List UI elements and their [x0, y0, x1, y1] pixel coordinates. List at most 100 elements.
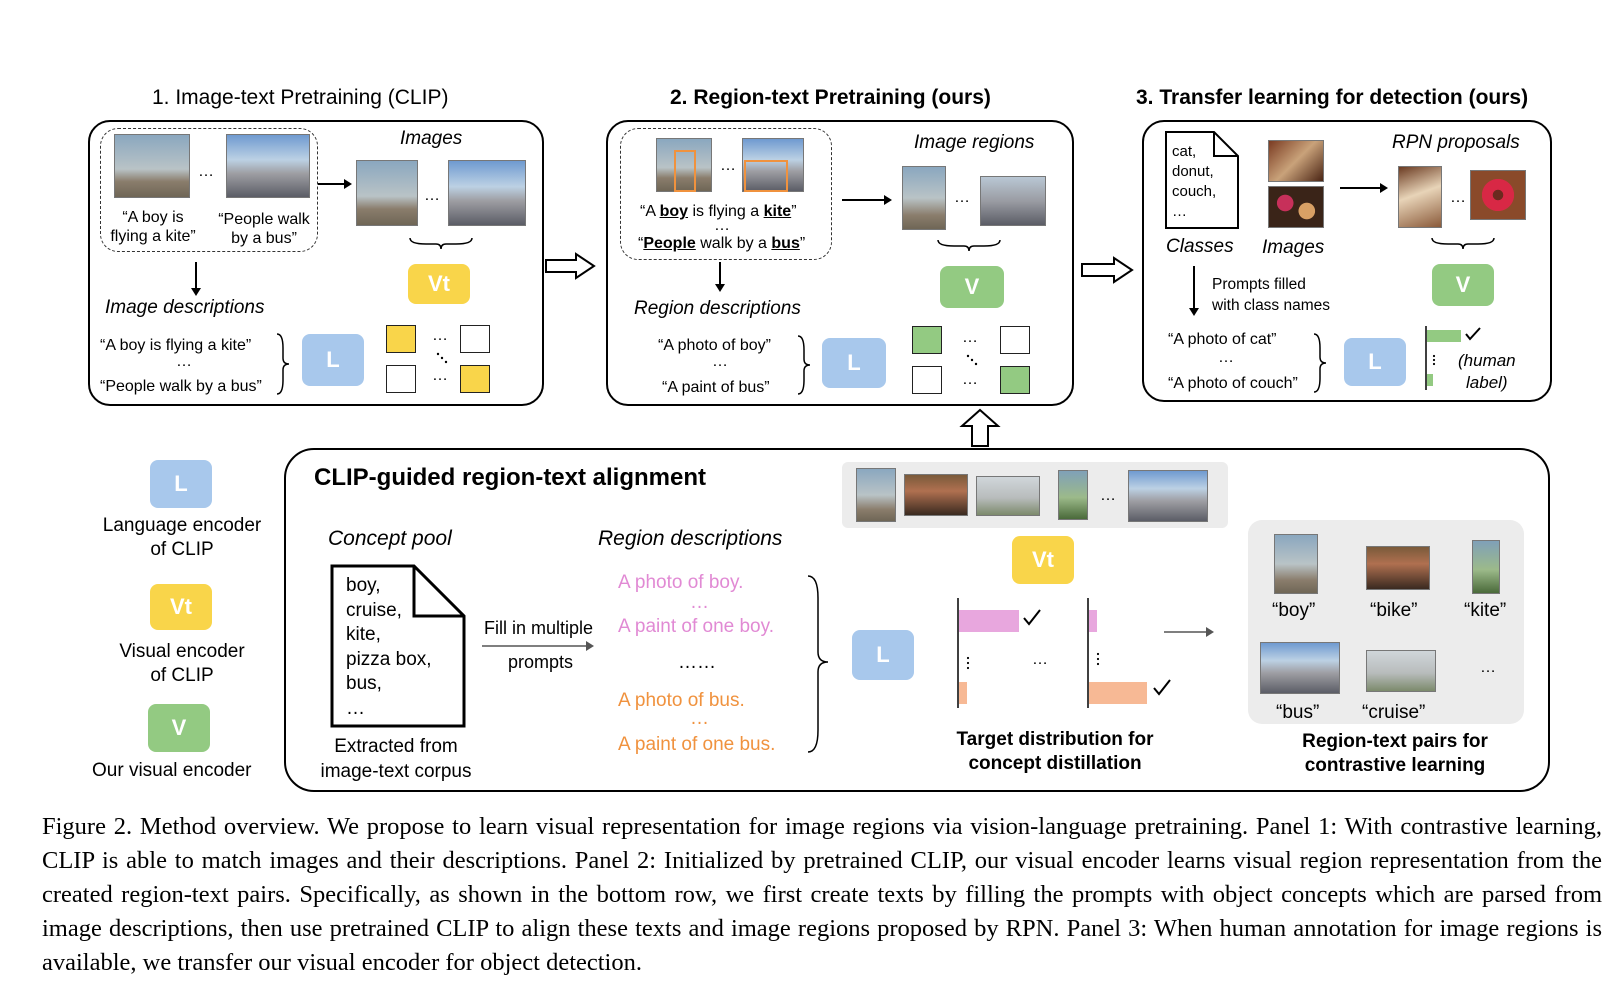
pairs-label: Region-text pairs for contrastive learni… [1260, 730, 1530, 778]
sim-cell [386, 365, 416, 393]
strip-cruise [976, 476, 1040, 516]
big-arrow-1-2 [545, 252, 596, 280]
target-bar-boy-small [1089, 610, 1097, 632]
rd-boy-1: A photo of boy. [618, 572, 744, 593]
pair-cruise-label: “cruise” [1362, 702, 1426, 723]
human-label-text: (human label) [1458, 350, 1516, 394]
cap-word-kite: kite [763, 203, 792, 220]
sim-cell [912, 326, 942, 354]
clip-visual-encoder-vt: Vt [408, 264, 470, 304]
legend-l-text: Language encoder of CLIP [92, 514, 272, 562]
legend-line: Language encoder [102, 515, 262, 536]
panel3-desc-ellipsis: … [1218, 349, 1234, 366]
prompts-line: with class names [1212, 297, 1331, 314]
panel1-brace [409, 237, 473, 250]
panel3-images-label: Images [1262, 237, 1325, 258]
strip-bus [1128, 470, 1208, 522]
panel3-brace [1431, 237, 1495, 250]
cap-word-bus: bus [771, 235, 800, 252]
kite-boy-photo-2 [356, 160, 418, 226]
human-label-line: (human [1458, 351, 1516, 370]
panel1-arrow-right [318, 179, 352, 189]
rd-bus-ellipsis: … [690, 708, 709, 729]
panel2-desc1: “A photo of boy” [658, 337, 771, 354]
sim-ellipsis: … [432, 327, 448, 344]
kite-boy-photo-region [656, 138, 712, 192]
panel2-regions-ellipsis: … [954, 189, 970, 206]
cap-text: “ [638, 235, 644, 252]
panel1-ellipsis: … [198, 163, 214, 180]
panel2-title: 2. Region-text Pretraining (ours) [670, 86, 991, 109]
fill-label-2: prompts [508, 652, 574, 672]
our-visual-encoder-v: V [940, 266, 1004, 308]
panel2-caption-group [620, 128, 832, 260]
target-label-line: Target distribution for [956, 729, 1154, 750]
target-bar-boy [959, 610, 1019, 632]
concept-pool-label: Concept pool [328, 527, 452, 550]
legend-line: Visual encoder [119, 641, 245, 662]
cap-text: ” [791, 203, 797, 220]
sim-cell [460, 365, 490, 393]
panel1-desc-brace [276, 333, 290, 395]
cap-text: walk by a [695, 235, 772, 252]
strip-boy [856, 468, 896, 522]
sim-cell [460, 325, 490, 353]
pairs-label-line: contrastive learning [1304, 755, 1486, 776]
panel2-ellipsis: … [720, 157, 736, 174]
pair-bus-label: “bus” [1276, 702, 1320, 723]
legend-line: of CLIP [150, 539, 214, 560]
classes-label: Classes [1166, 236, 1234, 257]
fill-arrow [482, 641, 594, 651]
panel1-desc-ellipsis: … [176, 353, 192, 370]
rd-boy-ellipsis: … [690, 592, 709, 613]
panel2-desc2: “A paint of bus” [662, 379, 770, 396]
legend-v-icon: V [148, 704, 210, 752]
rd-boy-2: A paint of one boy. [618, 616, 774, 637]
class-item: donut, [1172, 163, 1214, 180]
panel1-desc1: “A boy is flying a kite” [100, 337, 252, 354]
cap-word-people: People [643, 235, 696, 252]
pairs-ellipsis: … [1480, 659, 1496, 676]
legend-l-icon: L [150, 460, 212, 508]
clip-language-encoder-l: L [302, 334, 364, 386]
class-item: couch, [1172, 183, 1217, 200]
panel2-region-desc-label: Region descriptions [634, 298, 801, 319]
panel1-cap2: “People walk by a bus” [218, 211, 310, 248]
fill-label-1: Fill in multiple [484, 618, 594, 638]
cat-photo [1268, 140, 1324, 182]
sim-cell [386, 325, 416, 353]
donut-proposal [1470, 170, 1526, 220]
legend-v-text: Our visual encoder [92, 760, 252, 781]
pair-boy-photo [1274, 534, 1318, 594]
concept-item: kite, [346, 624, 381, 645]
panel2-brace [937, 239, 1001, 252]
panel2-arrow-right [842, 195, 892, 205]
cap-text: “A [640, 203, 660, 220]
concept-item: cruise, [346, 599, 402, 621]
pairs-label-line: Region-text pairs for [1302, 731, 1488, 752]
panel3-ellipsis: … [1450, 189, 1466, 206]
cap-text: is flying a [688, 203, 764, 220]
figure-caption: Figure 2. Method overview. We propose to… [42, 813, 1602, 976]
panel1-image-desc-label: Image descriptions [105, 297, 265, 318]
cat-proposal [1398, 166, 1442, 228]
panel1-cap1: “A boy is flying a kite” [110, 209, 196, 246]
human-label-line: label) [1466, 373, 1508, 392]
class-item: cat, [1172, 143, 1197, 160]
concept-item: pizza box, [346, 648, 432, 670]
donut-photo [1268, 186, 1324, 228]
panel2-arrow-down [715, 262, 725, 292]
concept-doc-icon [330, 564, 466, 728]
clip-language-encoder-l: L [852, 630, 914, 680]
region-box-boy [674, 150, 696, 192]
rd-bus-2: A paint of one bus. [618, 734, 776, 755]
rpn-label: RPN proposals [1392, 132, 1520, 153]
pair-bus-photo [1260, 642, 1340, 694]
cap-word-boy: boy [659, 203, 689, 220]
panel3-desc-brace [1313, 333, 1327, 393]
classes-list: cat, donut, couch, … [1172, 142, 1216, 222]
panel1-arrow-down [191, 262, 201, 296]
panel3-arrow-right [1340, 183, 1388, 193]
class-item: … [1172, 203, 1187, 220]
bottom-region-desc-label: Region descriptions [598, 527, 783, 550]
